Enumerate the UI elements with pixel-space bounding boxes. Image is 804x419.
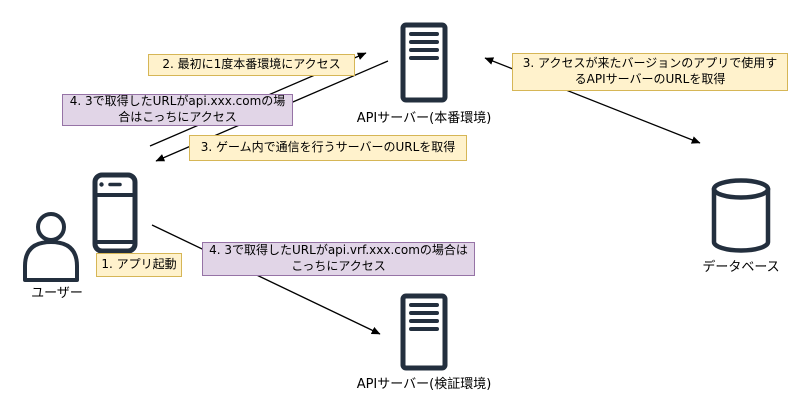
api-server-verification-label: APIサーバー(検証環境) <box>356 377 492 392</box>
note-step2-first-access: 2. 最初に1度本番環境にアクセス <box>148 54 355 76</box>
note-step4-access-production: 4. 3で取得したURLがapi.xxx.comの場合はこっちにアクセス <box>62 94 293 126</box>
database-label: データベース <box>702 260 780 275</box>
smartphone-icon <box>92 172 138 254</box>
note-step1-app-launch: 1. アプリ起動 <box>96 253 182 277</box>
server-icon-verification <box>400 293 448 371</box>
note-step4a-text: 4. 3で取得したURLがapi.xxx.comの場合はこっちにアクセス <box>69 94 286 124</box>
api-server-production-label: APIサーバー(本番環境) <box>356 111 492 126</box>
note-step1-text: 1. アプリ起動 <box>101 257 177 272</box>
arrow-step4-phone-to-verification <box>151 224 381 335</box>
note-step3b-text: 3. アクセスが来たバージョンのアプリで使用するAPIサーバーのURLを取得 <box>522 56 778 86</box>
note-step2-text: 2. 最初に1度本番環境にアクセス <box>162 57 341 72</box>
database-icon <box>711 178 771 253</box>
note-step3-get-server-url: 3. ゲーム内で通信を行うサーバーのURLを取得 <box>189 135 467 161</box>
user-label: ユーザー <box>31 286 83 301</box>
note-step3a-text: 3. ゲーム内で通信を行うサーバーのURLを取得 <box>200 140 456 155</box>
person-icon <box>23 212 79 282</box>
note-step3-db-lookup: 3. アクセスが来たバージョンのアプリで使用するAPIサーバーのURLを取得 <box>512 53 788 91</box>
server-icon-production <box>400 22 448 103</box>
note-step4b-text: 4. 3で取得したURLがapi.vrf.xxx.comの場合はこっちにアクセス <box>209 243 468 273</box>
note-step4-access-verification: 4. 3で取得したURLがapi.vrf.xxx.comの場合はこっちにアクセス <box>202 242 475 276</box>
